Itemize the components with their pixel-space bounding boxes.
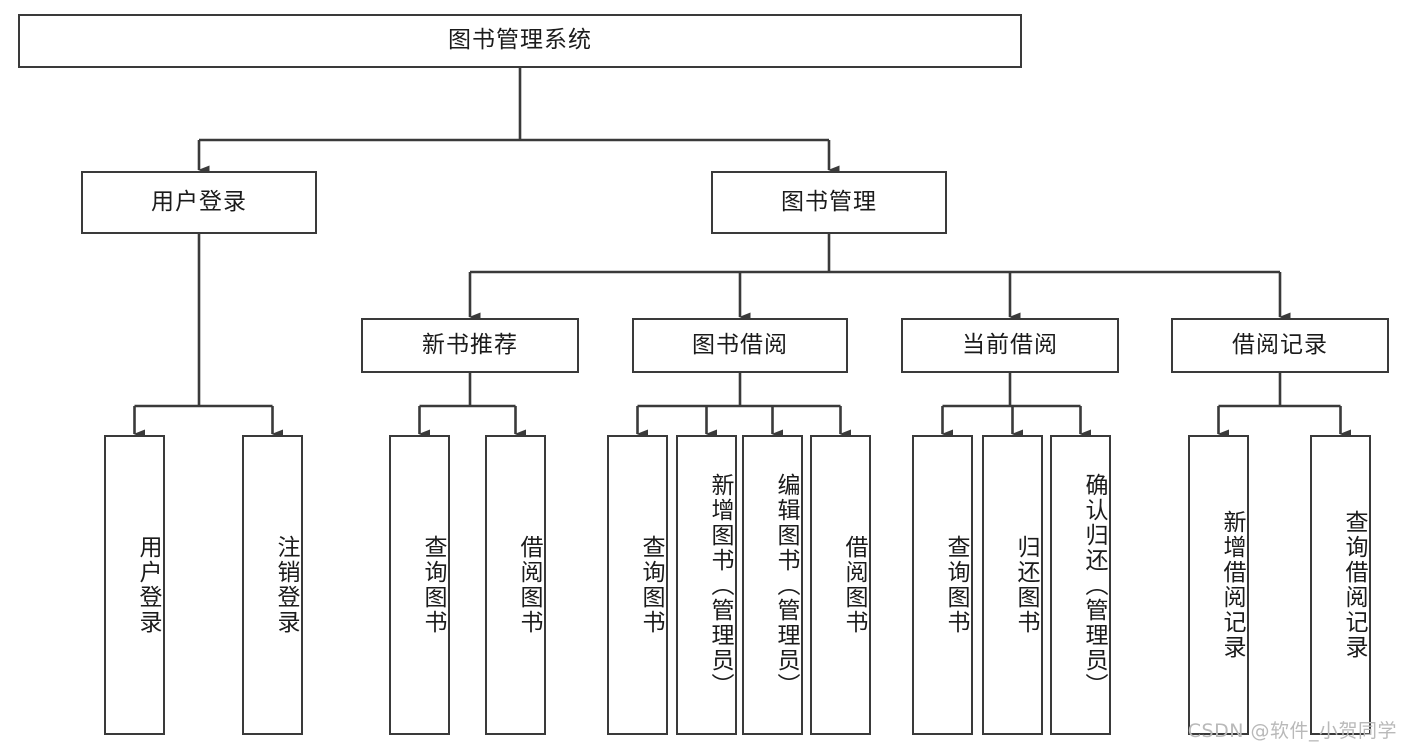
node-label: 借阅记录 <box>1232 331 1328 358</box>
leaf-add-borrow-record[interactable]: 新增借阅记录 <box>1188 435 1249 735</box>
leaf-borrow-book[interactable]: 借阅图书 <box>810 435 871 735</box>
leaf-edit-book-admin[interactable]: 编辑图书（管理员） <box>742 435 803 735</box>
node-label: 新增借阅记录 <box>1219 510 1245 660</box>
node-label: 编辑图书（管理员） <box>773 472 799 698</box>
node-label: 确认归还（管理员） <box>1081 472 1107 698</box>
leaf-logout[interactable]: 注销登录 <box>242 435 303 735</box>
leaf-query-book-current[interactable]: 查询图书 <box>912 435 973 735</box>
node-label: 用户登录 <box>135 535 161 635</box>
node-label: 当前借阅 <box>962 331 1058 358</box>
node-label: 图书借阅 <box>692 331 788 358</box>
node-label: 查询图书 <box>420 535 446 635</box>
leaf-query-book-recommend[interactable]: 查询图书 <box>389 435 450 735</box>
node-label: 归还图书 <box>1013 535 1039 635</box>
node-label: 图书管理系统 <box>448 27 592 54</box>
node-label: 用户登录 <box>151 188 247 215</box>
leaf-add-book-admin[interactable]: 新增图书（管理员） <box>676 435 737 735</box>
node-label: 新增图书（管理员） <box>707 472 733 698</box>
node-label: 借阅图书 <box>841 535 867 635</box>
leaf-confirm-return-admin[interactable]: 确认归还（管理员） <box>1050 435 1111 735</box>
node-current-borrow[interactable]: 当前借阅 <box>901 318 1119 373</box>
leaf-borrow-book-recommend[interactable]: 借阅图书 <box>485 435 546 735</box>
node-label: 新书推荐 <box>422 331 518 358</box>
node-label: 借阅图书 <box>516 535 542 635</box>
node-label: 图书管理 <box>781 188 877 215</box>
leaf-user-login[interactable]: 用户登录 <box>104 435 165 735</box>
leaf-query-book-borrow[interactable]: 查询图书 <box>607 435 668 735</box>
node-label: 查询借阅记录 <box>1341 510 1367 660</box>
node-book-management[interactable]: 图书管理 <box>711 171 947 234</box>
node-label: 查询图书 <box>638 535 664 635</box>
leaf-query-borrow-record[interactable]: 查询借阅记录 <box>1310 435 1371 735</box>
node-label: 注销登录 <box>273 535 299 635</box>
node-borrow-record[interactable]: 借阅记录 <box>1171 318 1389 373</box>
connector-lines <box>133 68 1351 439</box>
node-book-borrow[interactable]: 图书借阅 <box>632 318 848 373</box>
node-root[interactable]: 图书管理系统 <box>18 14 1022 68</box>
node-user-login[interactable]: 用户登录 <box>81 171 317 234</box>
node-label: 查询图书 <box>943 535 969 635</box>
node-new-book-recommend[interactable]: 新书推荐 <box>361 318 579 373</box>
leaf-return-book[interactable]: 归还图书 <box>982 435 1043 735</box>
watermark-text: CSDN @软件_小贺同学 <box>1187 720 1397 742</box>
